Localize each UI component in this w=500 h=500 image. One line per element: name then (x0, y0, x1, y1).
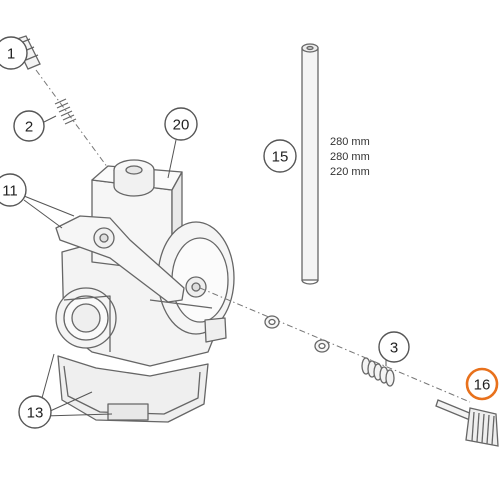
washer-1 (264, 315, 280, 329)
callout-3-label: 3 (390, 340, 398, 357)
callout-16-highlighted: 16 (465, 367, 499, 401)
callout-2-label: 2 (25, 119, 33, 136)
callout-3: 3 (378, 331, 410, 366)
spec-length-1: 280 mm (330, 136, 370, 148)
callout-11-label: 11 (2, 183, 18, 200)
callout-15-label: 15 (272, 149, 289, 166)
callout-13-label: 13 (27, 405, 44, 422)
callout-15: 15 (263, 139, 297, 173)
part-11-lever (55, 215, 185, 303)
washer-2 (314, 339, 330, 353)
hose-length-specs: 280 mm 280 mm 220 mm (330, 136, 370, 178)
assembly-axis-line-top (35, 69, 109, 169)
callout-1: 1 (0, 36, 28, 70)
part-15-hose (301, 43, 319, 285)
part-3-spring (361, 357, 395, 387)
callout-20: 20 (164, 107, 198, 179)
callout-13: 13 (18, 353, 113, 429)
callout-2: 2 (13, 110, 57, 142)
carburetor-body (55, 159, 235, 423)
callout-20-label: 20 (173, 117, 190, 134)
part-2-spring (54, 98, 77, 125)
part-16-adjuster-screw (435, 399, 499, 447)
callout-11: 11 (0, 173, 75, 229)
assembly-axis-line-right (199, 287, 471, 403)
callout-1-label: 1 (7, 46, 15, 63)
spec-length-2: 280 mm (330, 151, 370, 163)
callout-16-label: 16 (474, 377, 491, 394)
spec-length-3: 220 mm (330, 166, 370, 178)
